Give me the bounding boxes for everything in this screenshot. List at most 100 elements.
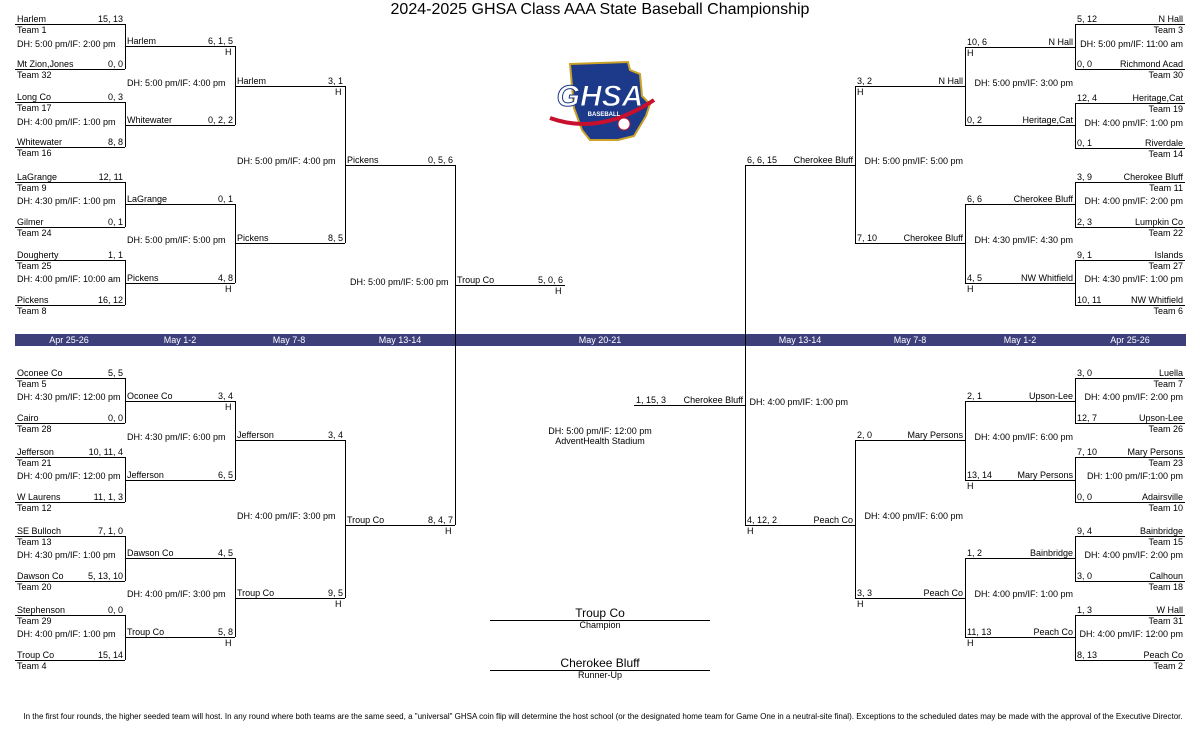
host-marker: H	[225, 284, 232, 294]
team-slot-line	[1075, 24, 1185, 25]
team-seed: Team 23	[1148, 458, 1183, 468]
team-score: 8, 4, 7	[427, 515, 453, 525]
team-name: Riverdale	[1144, 138, 1183, 148]
bracket-connector	[125, 457, 126, 502]
bracket-connector	[345, 440, 346, 598]
game-schedule: DH: 4:00 pm/IF: 12:00 pm	[17, 471, 121, 481]
team-score: 12, 11	[98, 172, 123, 182]
bracket-connector	[1075, 615, 1076, 660]
game-schedule: DH: 4:30 pm/IF: 1:00 pm	[17, 196, 116, 206]
round-date: May 1-2	[1003, 335, 1037, 345]
bracket-connector	[345, 86, 346, 243]
team-slot-line	[855, 440, 965, 441]
team-slot-line	[1075, 148, 1185, 149]
team-name: Harlem	[17, 14, 47, 24]
team-seed: Team 31	[1148, 616, 1183, 626]
game-schedule: DH: 5:00 pm/IF: 5:00 pm	[864, 156, 963, 166]
team-score: 3, 4	[217, 391, 233, 401]
team-slot-line	[1075, 69, 1185, 70]
team-name: Lumpkin Co	[1134, 217, 1183, 227]
team-name: Harlem	[237, 76, 267, 86]
final-schedule: DH: 5:00 pm/IF: 12:00 pm	[548, 426, 652, 436]
team-slot-line	[15, 423, 125, 424]
team-slot-line	[965, 637, 1075, 638]
team-score: 0, 0	[1077, 492, 1093, 502]
game-schedule: DH: 5:00 pm/IF: 5:00 pm	[350, 277, 449, 287]
team-score: 1, 3	[1077, 605, 1093, 615]
team-seed: Team 30	[1148, 70, 1183, 80]
game-schedule: DH: 4:30 pm/IF: 12:00 pm	[17, 392, 121, 402]
team-score: 15, 13	[97, 14, 123, 24]
team-name: Adairsville	[1141, 492, 1183, 502]
team-score: 3, 3	[857, 588, 873, 598]
team-slot-line	[15, 227, 125, 228]
team-score: 6, 1, 5	[207, 36, 233, 46]
team-slot-line	[1075, 457, 1185, 458]
team-slot-line	[455, 285, 565, 286]
team-name: Luella	[1158, 368, 1183, 378]
team-name: Jefferson	[237, 430, 274, 440]
team-seed: Team 21	[17, 458, 52, 468]
runner-up-label: Runner-Up	[577, 670, 623, 680]
team-score: 11, 1, 3	[93, 492, 123, 502]
team-score: 2, 3	[1077, 217, 1093, 227]
host-marker: H	[445, 526, 452, 536]
team-slot-line	[745, 525, 855, 526]
team-seed: Team 16	[17, 148, 52, 158]
team-slot-line	[235, 440, 345, 441]
team-slot-line	[15, 102, 125, 103]
team-seed: Team 9	[17, 183, 47, 193]
team-score: 0, 0	[107, 605, 123, 615]
team-slot-line	[125, 283, 235, 284]
team-slot-line	[125, 204, 235, 205]
georgia-outline-shape	[568, 60, 652, 141]
team-slot-line	[235, 598, 345, 599]
runner-up-team: Cherokee Bluff	[560, 656, 640, 670]
team-name: Mary Persons	[1017, 470, 1073, 480]
team-seed: Team 4	[17, 661, 47, 671]
bracket-connector	[745, 165, 746, 525]
team-score: 10, 11, 4	[88, 447, 123, 457]
team-slot-line	[1075, 536, 1185, 537]
team-name: Whitewater	[17, 137, 63, 147]
team-seed: Team 24	[17, 228, 52, 238]
team-score: 9, 5	[327, 588, 343, 598]
bracket-connector	[125, 260, 126, 305]
team-name: W Laurens	[17, 492, 61, 502]
team-name: Upson-Lee	[1138, 413, 1183, 423]
team-slot-line	[15, 457, 125, 458]
team-slot-line	[125, 401, 235, 402]
baseball-icon	[617, 117, 631, 131]
team-score: 4, 8	[217, 273, 233, 283]
team-name: Jefferson	[127, 470, 164, 480]
bracket-connector	[235, 558, 236, 637]
team-slot-line	[1075, 660, 1185, 661]
team-slot-line	[855, 86, 965, 87]
team-name: Islands	[1154, 250, 1183, 260]
team-seed: Team 5	[17, 379, 47, 389]
round-date: May 7-8	[272, 335, 306, 345]
bracket-connector	[1075, 103, 1076, 148]
team-slot-line	[15, 24, 125, 25]
game-schedule: DH: 5:00 pm/IF: 3:00 pm	[974, 78, 1073, 88]
team-name: Heritage,Cat	[1132, 93, 1183, 103]
round-date: May 7-8	[893, 335, 927, 345]
team-seed: Team 27	[1148, 261, 1183, 271]
host-marker: H	[967, 481, 974, 491]
bracket-connector	[125, 536, 126, 581]
ghsa-logo: GHSA BASEBALL	[549, 60, 656, 141]
game-schedule: DH: 1:00 pm/IF:1:00 pm	[1086, 471, 1183, 481]
team-name: Dawson Co	[127, 548, 174, 558]
host-marker: H	[335, 599, 342, 609]
team-score: 0, 0	[107, 413, 123, 423]
game-schedule: DH: 4:00 pm/IF: 1:00 pm	[974, 589, 1073, 599]
bracket-connector	[125, 615, 126, 660]
host-marker: H	[967, 48, 974, 58]
team-slot-line	[125, 480, 235, 481]
team-name: NW Whitfield	[1020, 273, 1073, 283]
team-name: Pickens	[127, 273, 159, 283]
bracket-connector	[235, 46, 236, 125]
team-slot-line	[965, 558, 1075, 559]
team-slot-line	[1075, 305, 1185, 306]
